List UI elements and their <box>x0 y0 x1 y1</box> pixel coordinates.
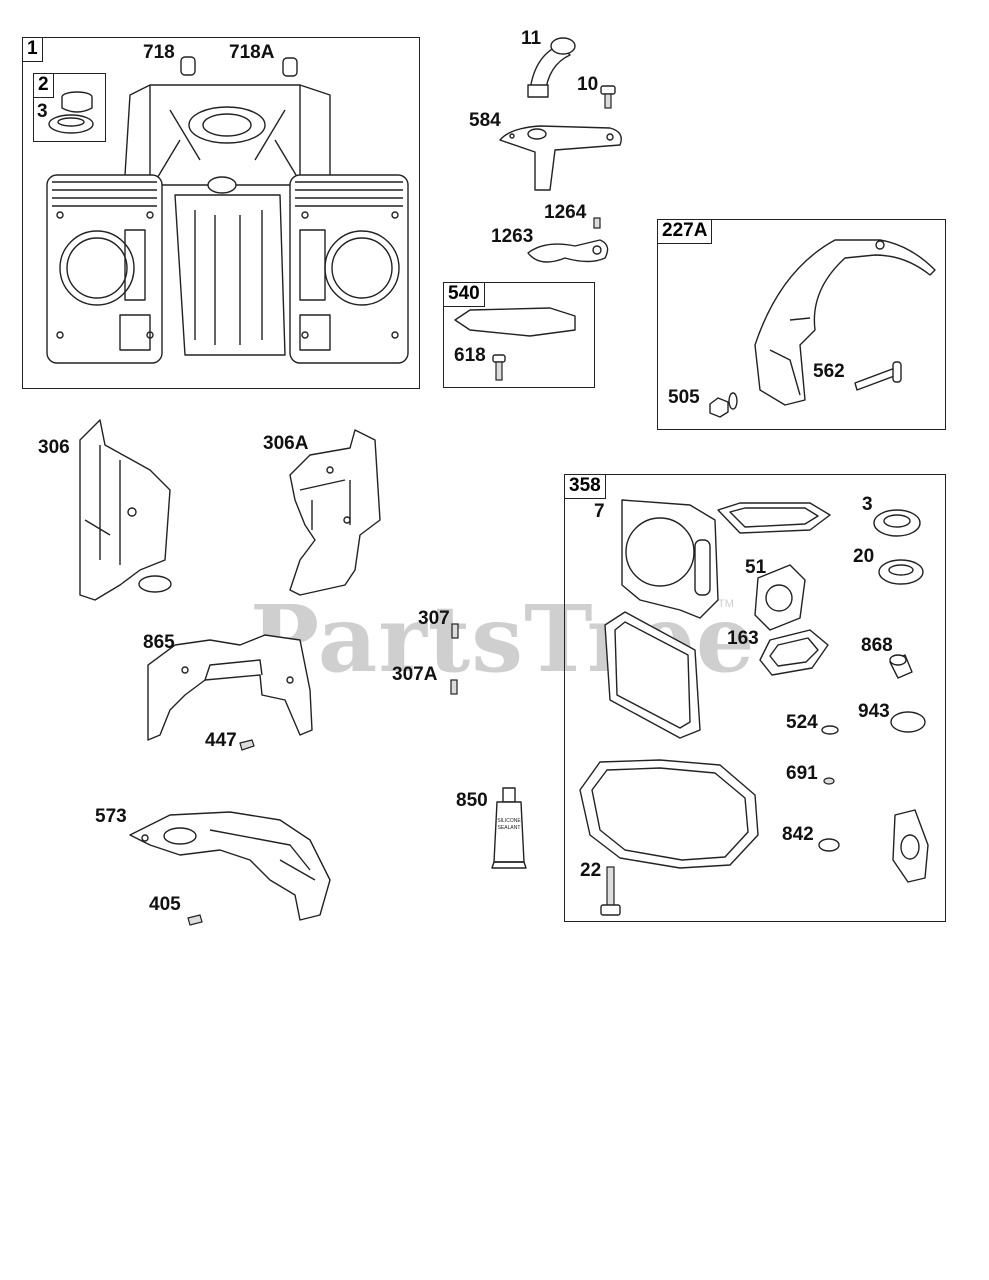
part-850-label: 850 <box>456 790 488 811</box>
group-tag-358: 358 <box>565 475 606 499</box>
part-1264-label: 1264 <box>544 202 587 223</box>
shroud-306a-drawing <box>289 429 381 596</box>
seal-3-drawing <box>48 114 94 134</box>
nut-505-drawing <box>709 392 738 418</box>
gasket-51-drawing <box>754 564 806 631</box>
screw-405-drawing <box>187 914 203 926</box>
group-tag-1: 1 <box>23 38 43 62</box>
screw-307-drawing <box>451 623 459 639</box>
part-7-label: 7 <box>594 501 605 522</box>
part-307-label: 307 <box>418 608 450 629</box>
group-tag-540: 540 <box>444 283 485 307</box>
dowel-718a-drawing <box>282 57 298 77</box>
cover-gasket-drawing <box>717 502 831 534</box>
bracket-227a-drawing <box>754 239 936 406</box>
screw-1264-drawing <box>593 217 601 229</box>
lever-1263-drawing <box>527 239 609 263</box>
bolt-22-drawing <box>600 866 621 916</box>
screw-307a-drawing <box>450 679 458 695</box>
ring-842-drawing <box>818 838 840 852</box>
sealant-tube-850-drawing <box>491 787 527 869</box>
part-447-label: 447 <box>205 730 237 751</box>
cover-gasket-inner-drawing <box>729 507 819 528</box>
part-842-label: 842 <box>782 824 814 845</box>
group-box-227a: 227A <box>657 219 946 430</box>
part-306a-label: 306A <box>263 433 309 454</box>
dipstick-tube-11-drawing <box>527 37 576 98</box>
group-tag-2: 2 <box>34 74 54 98</box>
part-718-label: 718 <box>143 42 175 63</box>
group-box-540: 540 <box>443 282 595 388</box>
bracket-584-drawing <box>499 125 622 191</box>
part-306-label: 306 <box>38 437 70 458</box>
bearing-20-drawing <box>878 559 924 585</box>
part-307a-label: 307A <box>392 664 438 685</box>
bushing-2-drawing <box>61 91 93 113</box>
screw-10-drawing <box>600 85 616 109</box>
part-3-seal-label: 3 <box>37 101 48 122</box>
group-box-358: 358 <box>564 474 946 922</box>
ring-691-drawing <box>823 777 835 785</box>
part-868-label: 868 <box>861 635 893 656</box>
intake-gasket-drawing <box>892 809 929 883</box>
shroud-306-drawing <box>79 419 172 601</box>
watermark-trademark: TM <box>718 598 734 610</box>
part-3-label: 3 <box>862 494 873 515</box>
tube-text-line2: SEALANT <box>498 825 521 831</box>
gasket-540-drawing <box>454 307 576 337</box>
part-562-label: 562 <box>813 361 845 382</box>
part-405-label: 405 <box>149 894 181 915</box>
oring-943-drawing <box>890 711 926 733</box>
ring-524-drawing <box>821 725 839 735</box>
screw-447-drawing <box>239 739 255 751</box>
gasket-163-drawing <box>759 629 829 676</box>
seal-3b-drawing <box>873 509 921 537</box>
part-163-label: 163 <box>727 628 759 649</box>
part-524-label: 524 <box>786 712 818 733</box>
housing-573-drawing <box>129 811 331 921</box>
head-gasket-7-drawing <box>621 499 719 619</box>
part-618-label: 618 <box>454 345 486 366</box>
sump-gasket-drawing <box>579 759 759 869</box>
part-11-label: 11 <box>521 28 542 49</box>
part-22-label: 22 <box>580 860 602 881</box>
part-10-label: 10 <box>577 74 599 95</box>
part-20-label: 20 <box>853 546 875 567</box>
part-573-label: 573 <box>95 806 127 827</box>
part-943-label: 943 <box>858 701 890 722</box>
part-718a-label: 718A <box>229 42 275 63</box>
stud-562-drawing <box>854 361 902 391</box>
valve-cover-gasket-drawing <box>604 611 701 739</box>
cylinder-block-drawing <box>46 84 409 364</box>
part-51-label: 51 <box>745 557 767 578</box>
shield-865-drawing <box>147 634 313 741</box>
group-box-2: 2 <box>33 73 106 142</box>
cap-868-drawing <box>889 654 913 679</box>
screw-618-drawing <box>492 354 506 381</box>
part-1263-label: 1263 <box>491 226 534 247</box>
tube-text-line1: SILICONE <box>497 818 521 824</box>
part-865-label: 865 <box>143 632 175 653</box>
part-691-label: 691 <box>786 763 818 784</box>
group-tag-227a: 227A <box>658 220 713 244</box>
dowel-718-drawing <box>180 56 196 76</box>
group-box-1: 1 <box>22 37 420 389</box>
part-505-label: 505 <box>668 387 700 408</box>
part-584-label: 584 <box>469 110 501 131</box>
